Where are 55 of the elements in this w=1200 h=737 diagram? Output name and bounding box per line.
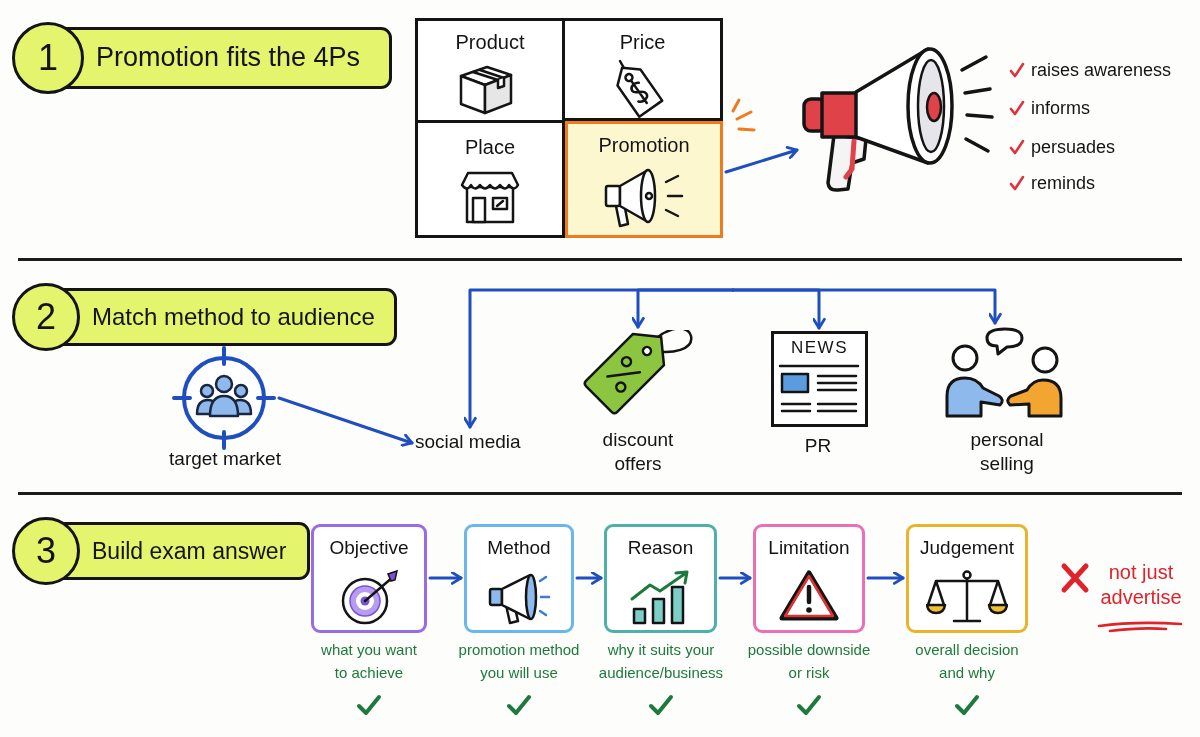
step-number: 2	[12, 283, 80, 351]
step-number: 3	[12, 517, 80, 585]
step-heading: Method	[487, 537, 551, 560]
method-caption: personal selling	[969, 428, 1045, 476]
mix-element-label: Place	[465, 135, 515, 159]
benefit-item: informs	[1031, 97, 1090, 120]
method-caption: social media	[415, 430, 521, 454]
mix-element-label: Price	[619, 30, 666, 54]
section-title: Build exam answer	[92, 537, 287, 565]
arrow	[277, 396, 414, 447]
section-banner	[12, 22, 392, 94]
step-heading: Limitation	[768, 537, 850, 560]
step-description: possible downside or risk	[746, 640, 872, 683]
method-caption: PR	[803, 434, 833, 458]
benefit-item: reminds	[1031, 172, 1096, 195]
answer-step-card	[753, 524, 865, 633]
newspaper-headline: NEWS	[791, 338, 848, 359]
step-number: 1	[12, 22, 84, 94]
arrow	[724, 146, 799, 174]
step-heading: Judgement	[920, 537, 1014, 560]
step-description: promotion method you will use	[457, 640, 581, 683]
marketing-mix-tile	[415, 123, 565, 238]
step-heading: Reason	[627, 537, 694, 560]
section-title: Match method to audience	[92, 303, 375, 331]
marketing-mix-tile	[415, 18, 565, 123]
arrow	[731, 288, 1002, 325]
marketing-mix-tile	[565, 18, 723, 121]
method-caption: discount offers	[601, 428, 675, 476]
step-description: what you want to achieve	[320, 640, 418, 683]
warning-note: not just advertise	[1099, 560, 1183, 610]
answer-step-card	[604, 524, 717, 633]
arrow	[631, 288, 735, 329]
answer-step-card	[311, 524, 427, 633]
benefit-item: raises awareness	[1031, 59, 1172, 82]
step-description: why it suits your audience/business	[597, 640, 725, 683]
method-caption: target market	[168, 447, 282, 471]
marketing-mix-tile	[565, 121, 723, 238]
step-heading: Objective	[329, 537, 409, 560]
arrow	[718, 571, 752, 585]
megaphone-illustration	[800, 45, 995, 195]
answer-step-card	[906, 524, 1028, 633]
newspaper-card	[771, 331, 868, 427]
mix-element-label: Promotion	[598, 133, 690, 157]
arrow	[575, 571, 603, 585]
section-banner	[12, 517, 310, 585]
section-title: Promotion fits the 4Ps	[96, 42, 361, 74]
handshake-people-icon	[943, 326, 1065, 418]
arrow	[428, 571, 463, 585]
mix-element-label: Product	[455, 30, 525, 54]
arrow	[866, 571, 905, 585]
benefit-item: persuades	[1031, 136, 1116, 159]
section-banner	[12, 283, 397, 351]
step-description: overall decision and why	[914, 640, 1020, 683]
audience-target-icon	[172, 346, 276, 450]
answer-step-card	[464, 524, 574, 633]
